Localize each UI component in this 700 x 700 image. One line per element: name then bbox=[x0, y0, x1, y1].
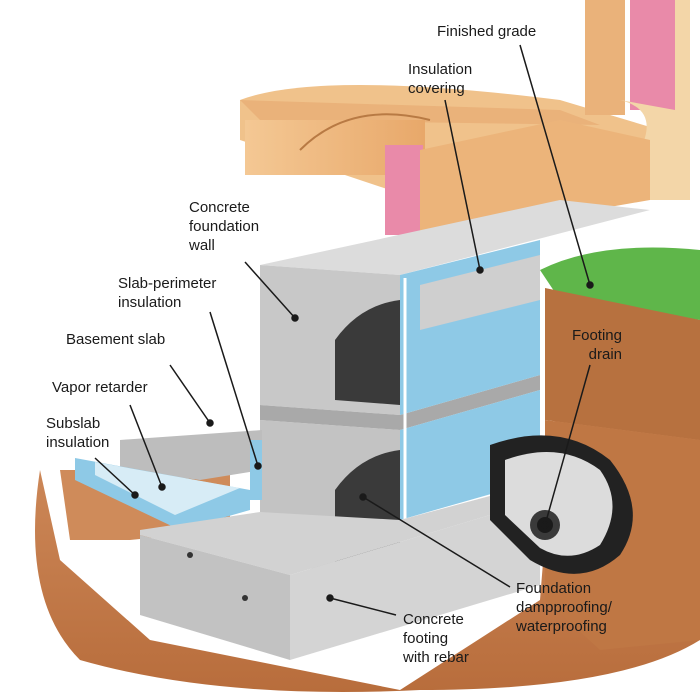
leader-insulation-covering bbox=[444, 99, 481, 271]
leader-dot bbox=[586, 281, 594, 289]
leader-dot bbox=[131, 491, 139, 499]
leader-finished-grade bbox=[519, 44, 591, 286]
label-insulation-covering: Insulation covering bbox=[408, 61, 473, 97]
leader-dot bbox=[476, 266, 484, 274]
subfloor-sheathing bbox=[240, 100, 600, 125]
leader-basement-slab bbox=[169, 364, 211, 424]
foundation-wall-top bbox=[260, 200, 650, 275]
rebar-dot bbox=[242, 595, 248, 601]
label-concrete-foundation-wall: Concrete foundation wall bbox=[189, 199, 260, 254]
label-footing-drain: Footing drain bbox=[571, 327, 622, 363]
wall-fiberglass-insulation bbox=[630, 0, 675, 110]
leader-lines bbox=[94, 44, 594, 616]
footing-top bbox=[140, 488, 540, 575]
leader-slab-perimeter bbox=[209, 311, 259, 467]
soil-ground bbox=[35, 350, 700, 692]
dampproofing-upper bbox=[335, 300, 400, 405]
label-slab-perimeter-insulation: Slab-perimeter insulation bbox=[118, 275, 217, 311]
basement-slab bbox=[120, 430, 262, 480]
leader-dot bbox=[291, 314, 299, 322]
slab-perimeter-insulation-strip bbox=[250, 440, 262, 500]
footing-side bbox=[290, 500, 540, 660]
label-subslab-insulation: Subslab insulation bbox=[46, 415, 110, 451]
wall-stud bbox=[585, 0, 625, 115]
leader-vapor-retarder bbox=[129, 404, 163, 488]
label-basement-slab: Basement slab bbox=[66, 331, 166, 348]
joist-arch bbox=[299, 113, 431, 151]
leader-dot bbox=[158, 483, 166, 491]
leader-dot bbox=[206, 419, 214, 427]
label-vapor-retarder: Vapor retarder bbox=[52, 379, 148, 396]
label-concrete-footing: Concrete footing with rebar bbox=[403, 611, 469, 666]
insulation-covering-panel bbox=[420, 255, 540, 330]
leader-dot bbox=[541, 521, 549, 529]
leader-subslab bbox=[94, 457, 136, 496]
leader-dampproofing bbox=[362, 496, 511, 588]
label-finished-grade: Finished grade bbox=[437, 23, 537, 40]
label-foundation-dampproofing: Foundation dampproofing/ waterproofing bbox=[516, 580, 612, 635]
mortar-joint bbox=[260, 375, 540, 430]
leader-foundation-wall bbox=[244, 261, 296, 319]
rebar-dot bbox=[187, 552, 193, 558]
soil-under-grass bbox=[545, 288, 700, 440]
leader-dot bbox=[254, 462, 262, 470]
rim-joist-insulation bbox=[385, 145, 423, 235]
leader-dot bbox=[326, 594, 334, 602]
leader-footing bbox=[329, 597, 397, 616]
footing-front bbox=[140, 535, 290, 660]
wall-sheathing-curve bbox=[620, 0, 690, 200]
leader-dot bbox=[359, 493, 367, 501]
leader-footing-drain bbox=[544, 364, 591, 526]
vapor-retarder-sheet bbox=[95, 462, 240, 515]
